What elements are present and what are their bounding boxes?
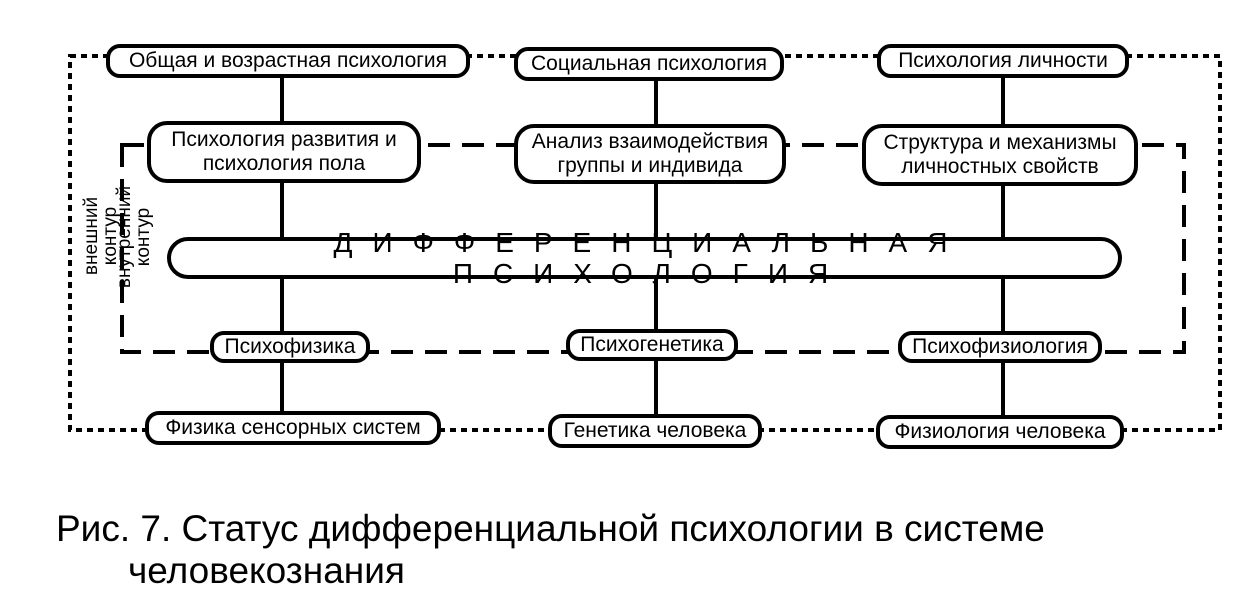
node-differential-psychology: ДИФФЕРЕНЦИАЛЬНАЯ ПСИХОЛОГИЯ (167, 227, 1122, 289)
node-general-age-psychology: Общая и возрастная психология (106, 44, 470, 78)
caption-line-1: Рис. 7. Статус дифференциальной психолог… (56, 508, 1045, 549)
diagram-connectors (68, 54, 1222, 432)
node-personality-psychology: Психология личности (877, 44, 1129, 78)
label-inner-contour: внутренний контур (114, 185, 154, 289)
node-psychophysics: Психофизика (210, 331, 370, 363)
node-development-gender-psychology: Психология развития и психология пола (147, 121, 421, 183)
caption-line-2: человекознания (128, 550, 405, 591)
node-structure-mechanisms: Структура и механизмы личностных свойств (862, 124, 1138, 186)
inner-contour-line (120, 143, 1186, 354)
node-human-genetics: Генетика человека (548, 414, 762, 448)
node-sensory-systems-physics: Физика сенсорных систем (145, 411, 441, 445)
outer-contour-line (68, 54, 1222, 432)
node-human-physiology: Физиология человека (876, 415, 1124, 449)
node-psychophysiology: Психофизиология (898, 331, 1102, 363)
node-group-interaction-analysis: Анализ взаимодействия группы и индивида (514, 124, 786, 184)
node-psychogenetics: Психогенетика (566, 329, 738, 361)
node-social-psychology: Социальная психология (514, 47, 784, 81)
